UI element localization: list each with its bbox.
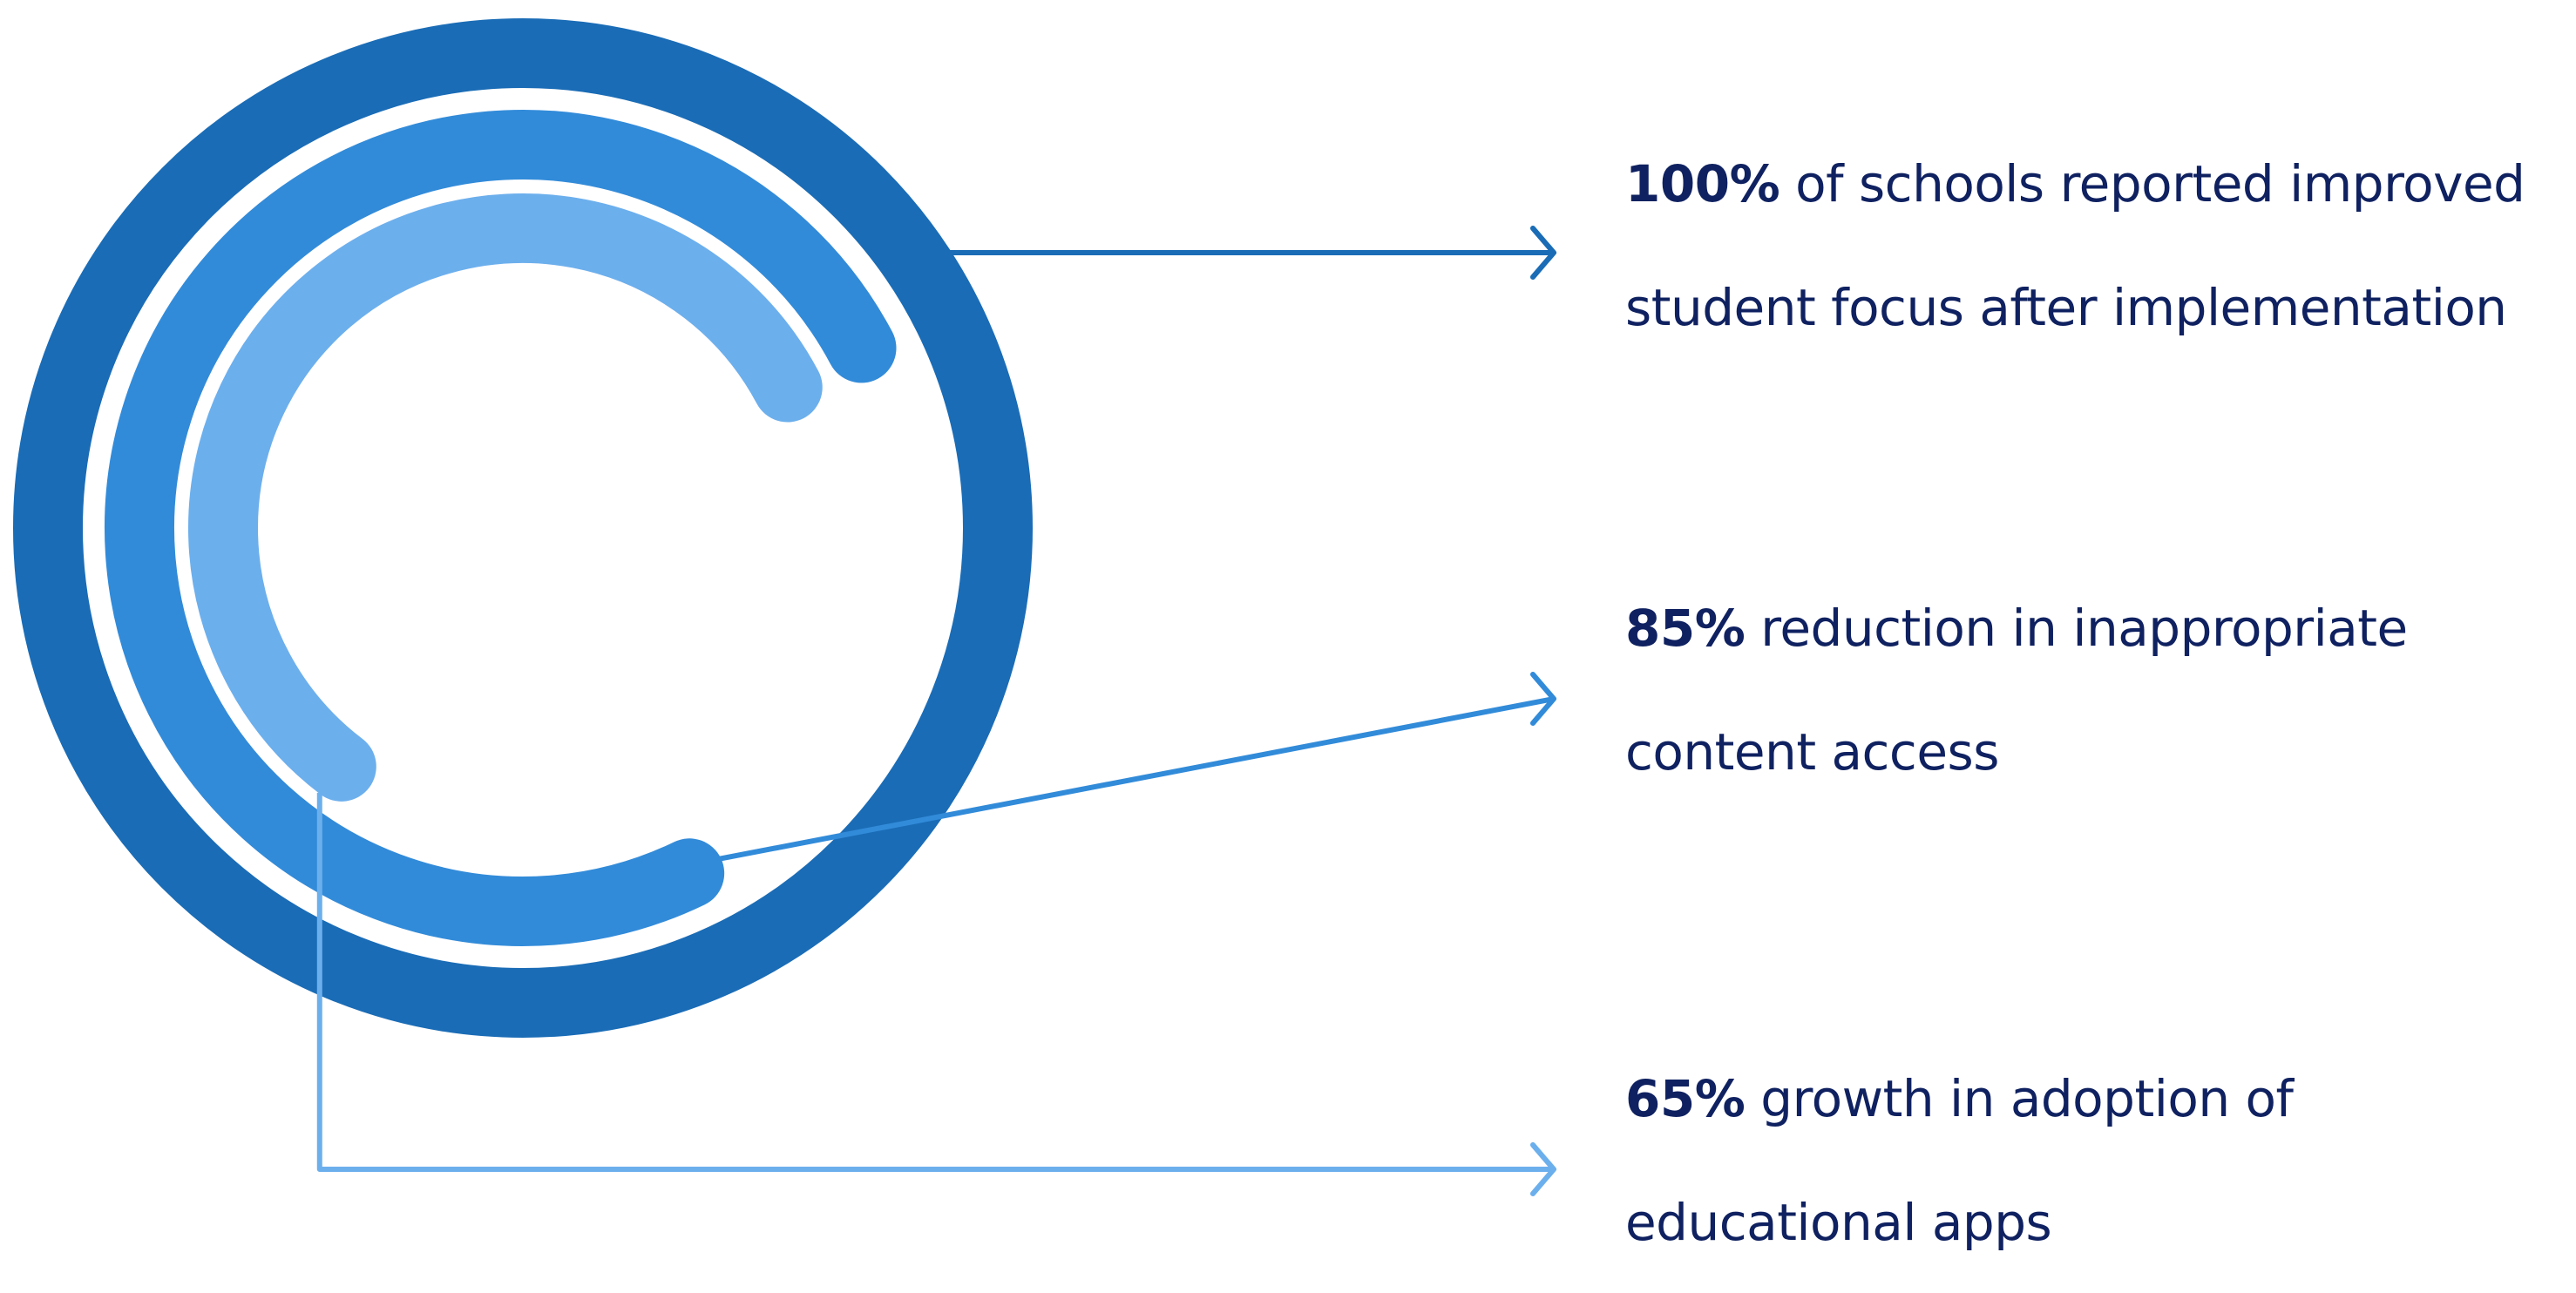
stat-line-2: student focus after implementation (1625, 278, 2507, 337)
stat-text: of schools reported improved (1795, 154, 2525, 213)
stat-block-schools-focus: 100% of schools reported improved studen… (1625, 122, 2571, 369)
ring-bar-1 (13, 18, 1033, 1038)
ring-bar-3 (188, 193, 823, 802)
radial-rings (13, 18, 1033, 1038)
stat-line-2: educational apps (1625, 1193, 2052, 1252)
stat-text: reduction in inappropriate (1760, 599, 2408, 658)
stat-line-2: content access (1625, 722, 1999, 782)
connector-line-3 (316, 792, 1554, 1172)
connector-lines (316, 226, 1556, 1196)
ring-bar-2 (105, 110, 897, 946)
connector-line-3-arrowhead (1530, 1142, 1556, 1196)
connector-line-1-arrowhead (1530, 226, 1556, 280)
stat-block-content-reduction: 85% reduction in inappropriate content a… (1625, 566, 2571, 814)
stat-value: 85% (1625, 599, 1746, 658)
stat-value: 100% (1625, 154, 1780, 213)
stat-text: growth in adoption of (1760, 1069, 2294, 1128)
stat-value: 65% (1625, 1069, 1746, 1128)
stat-line-1: 85% reduction in inappropriate (1625, 566, 2571, 690)
stat-line-1: 100% of schools reported improved (1625, 122, 2571, 246)
connector-line-2 (688, 696, 1555, 868)
stat-block-app-adoption: 65% growth in adoption of educational ap… (1625, 1037, 2571, 1284)
stat-line-1: 65% growth in adoption of (1625, 1037, 2571, 1161)
connector-line-2-arrowhead (1530, 672, 1556, 726)
